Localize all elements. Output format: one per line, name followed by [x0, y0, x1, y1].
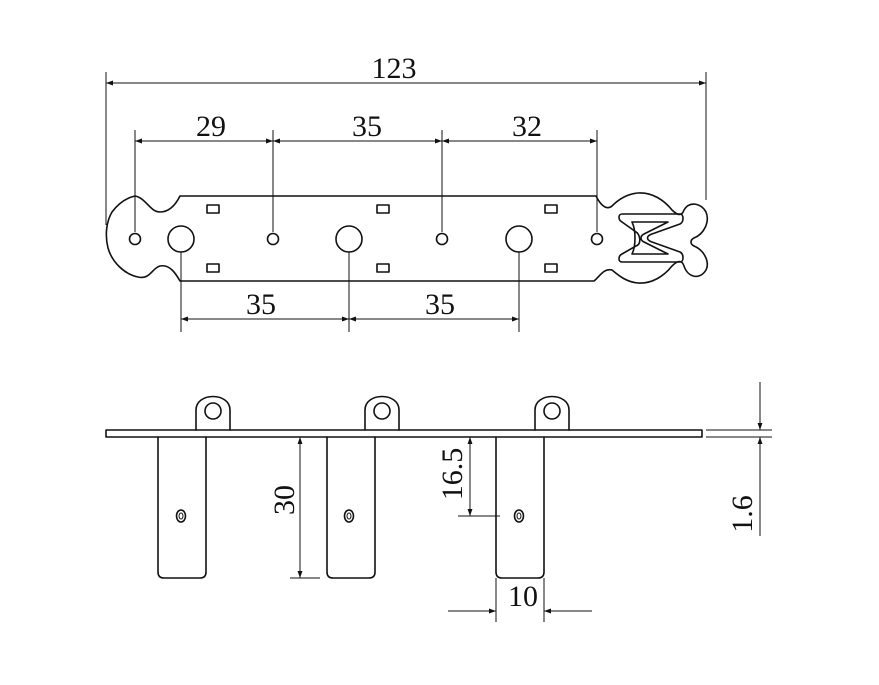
- dim-label-29: 29: [196, 110, 226, 143]
- post-hole: [335, 225, 363, 253]
- slot: [376, 263, 390, 273]
- post: [495, 436, 545, 579]
- mounting-lug: [364, 395, 400, 431]
- slot: [544, 263, 558, 273]
- small-hole: [435, 232, 449, 246]
- small-hole: [266, 232, 280, 246]
- dim-label-overall: 123: [372, 52, 417, 85]
- post: [157, 436, 207, 579]
- lug-hole: [204, 402, 222, 420]
- spring-cutout: [618, 213, 684, 263]
- post-hole: [505, 225, 533, 253]
- slot: [376, 204, 390, 214]
- dim-label-32: 32: [512, 110, 542, 143]
- dim-label-16-5: 16.5: [436, 448, 469, 501]
- slot: [206, 263, 220, 273]
- dim-label-35-bottom-right: 35: [425, 288, 455, 321]
- post: [326, 436, 376, 579]
- spring-slot: [631, 221, 669, 255]
- side-view: 30 16.5 1.6 10: [105, 382, 772, 622]
- dim-label-30: 30: [268, 485, 301, 515]
- slot: [206, 204, 220, 214]
- small-hole: [590, 232, 604, 246]
- top-view: 123 29 35 32 35 35: [105, 52, 709, 332]
- mounting-lug: [195, 395, 231, 431]
- lug-hole: [373, 402, 391, 420]
- post-hole: [167, 225, 195, 253]
- mounting-lug: [534, 395, 570, 431]
- plate-outline: [105, 192, 709, 284]
- dim-label-1-6: 1.6: [726, 495, 759, 533]
- dim-label-10: 10: [508, 580, 538, 613]
- dim-label-35-bottom-left: 35: [246, 288, 276, 321]
- dim-label-35-top: 35: [352, 110, 382, 143]
- post-hole: [513, 509, 525, 523]
- slot: [544, 204, 558, 214]
- base-plate: [105, 429, 703, 438]
- lug-hole: [543, 402, 561, 420]
- post-hole: [343, 509, 355, 523]
- post-hole: [175, 509, 187, 523]
- small-hole: [128, 232, 142, 246]
